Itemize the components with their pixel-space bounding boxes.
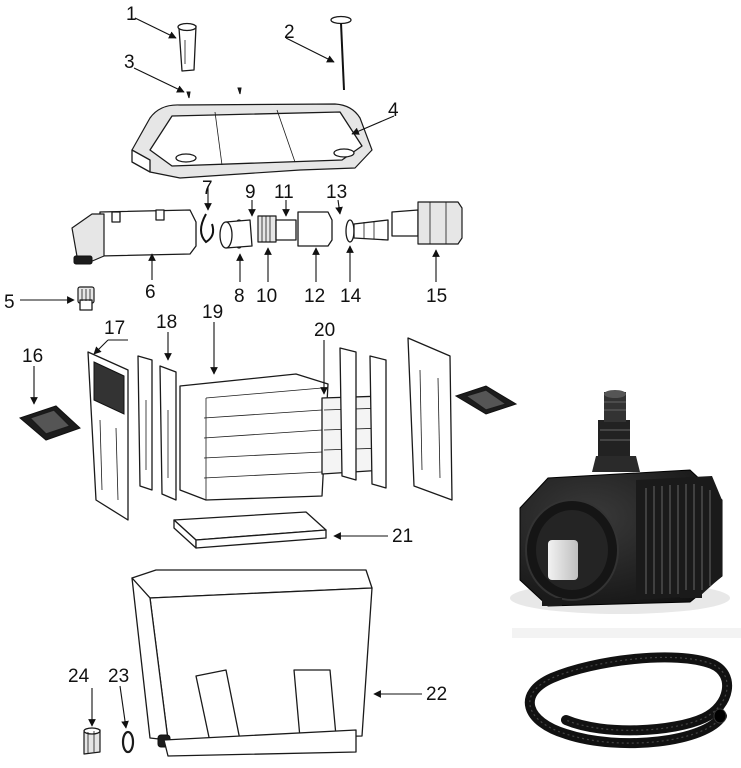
label-16: 16 — [22, 346, 43, 367]
label-14: 14 — [340, 286, 362, 307]
label-8: 8 — [234, 286, 245, 307]
pump-photo — [510, 390, 730, 614]
label-6: 6 — [145, 282, 156, 303]
part-5-cap — [77, 286, 95, 311]
part-21-foam-sheet — [173, 511, 327, 549]
part-1-outlet-spout — [177, 22, 197, 72]
label-12: 12 — [304, 286, 325, 307]
label-20: 20 — [314, 320, 335, 341]
label-19: 19 — [202, 302, 223, 323]
label-1: 1 — [126, 4, 137, 25]
part-7-hook — [200, 213, 215, 244]
label-2: 2 — [284, 22, 295, 43]
label-23: 23 — [108, 666, 129, 687]
part-4-filter-lid — [131, 103, 373, 179]
label-21: 21 — [392, 526, 413, 547]
part-23-o-ring — [121, 730, 135, 754]
label-18: 18 — [156, 312, 177, 333]
part-6-uv-tube — [71, 209, 197, 265]
part-18-brackets — [137, 355, 177, 501]
label-13: 13 — [326, 182, 347, 203]
label-9: 9 — [245, 182, 256, 203]
parts-8-14-connectors — [219, 211, 389, 249]
part-22-filter-housing — [131, 569, 373, 757]
part-20-clips — [321, 347, 387, 489]
part-number-labels: 1 2 3 4 5 6 7 8 9 10 11 12 13 14 15 16 1… — [4, 4, 447, 705]
hose-photo — [512, 628, 741, 749]
label-24: 24 — [68, 666, 90, 687]
part-17-panel-right — [407, 337, 453, 501]
label-5: 5 — [4, 292, 15, 313]
part-16-pad — [18, 405, 81, 441]
label-22: 22 — [426, 684, 447, 705]
part-2-pin — [330, 15, 352, 91]
part-17-grid-plate — [87, 351, 129, 521]
part-15-hose-fitting — [391, 201, 463, 245]
part-16-pad-right — [454, 385, 518, 415]
label-17: 17 — [104, 318, 125, 339]
leader-lines — [20, 17, 440, 729]
label-3: 3 — [124, 52, 135, 73]
part-3-plugs — [186, 87, 242, 99]
label-10: 10 — [256, 286, 277, 307]
label-15: 15 — [426, 286, 447, 307]
label-11: 11 — [274, 182, 294, 203]
label-7: 7 — [202, 178, 213, 199]
part-24-nut — [83, 727, 101, 755]
label-4: 4 — [388, 100, 399, 121]
part-19-filter-stack — [179, 373, 329, 501]
